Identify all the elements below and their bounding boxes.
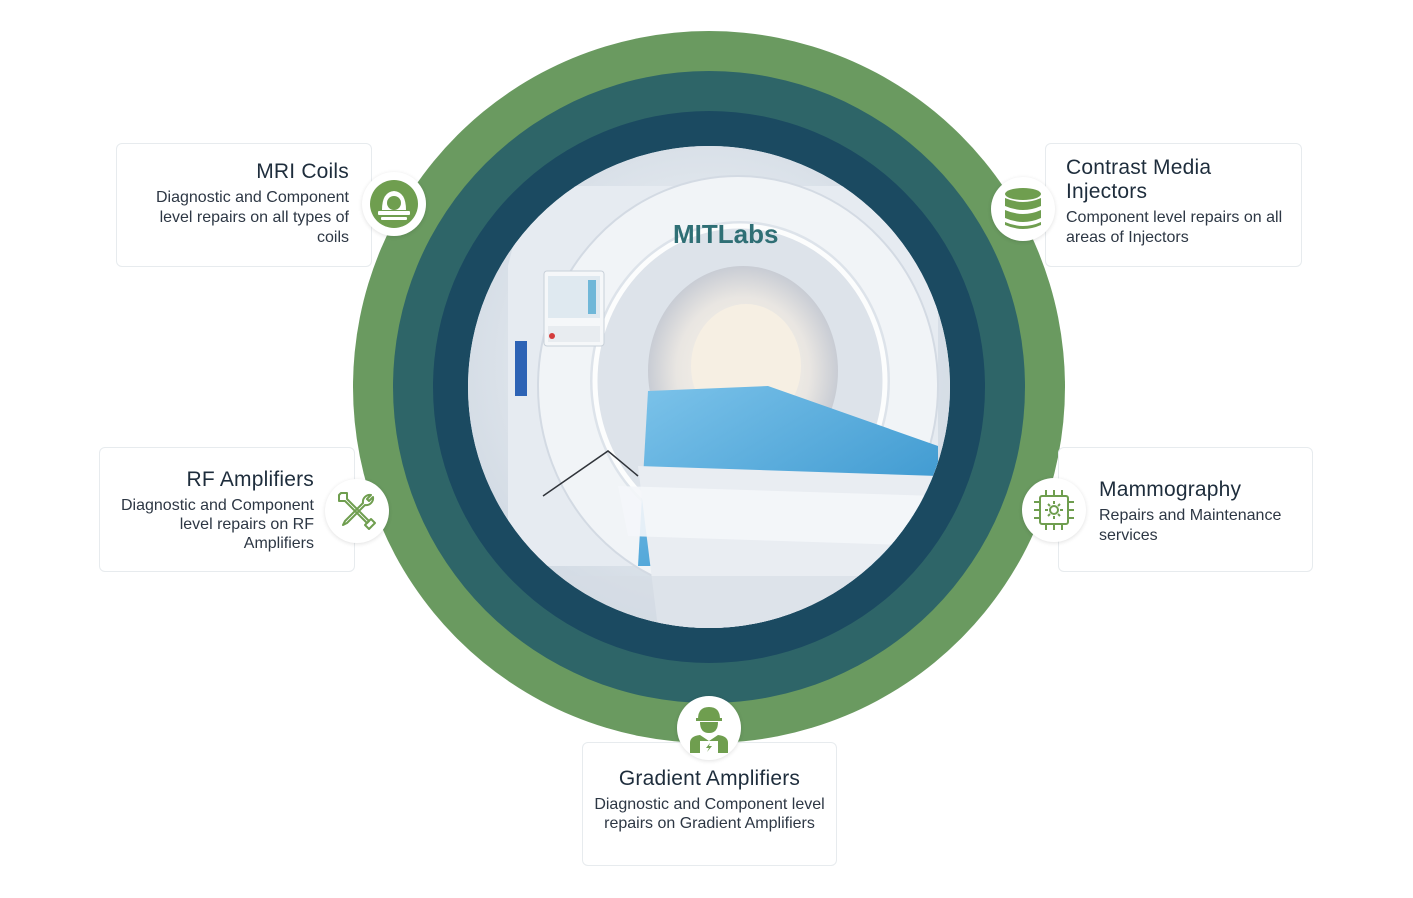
service-description: Diagnostic and Component level repairs o… <box>155 189 349 246</box>
service-card-contrast-media-injectors: Contrast Media Injectors Component level… <box>1045 143 1302 267</box>
service-title: MRI Coils <box>256 160 349 183</box>
technician-icon <box>677 696 741 760</box>
tools-icon <box>325 479 389 543</box>
mri-coil-icon <box>362 172 426 236</box>
service-title: Mammography <box>1099 478 1242 501</box>
service-card-mammography: Mammography Repairs and Maintenance serv… <box>1058 447 1313 572</box>
service-card-mri-coils: MRI Coils Diagnostic and Component level… <box>116 143 372 267</box>
mri-scanner-photo: MITLabs <box>468 146 950 628</box>
database-icon <box>991 177 1055 241</box>
brand-logo: MITLabs <box>673 219 778 249</box>
service-card-rf-amplifiers: RF Amplifiers Diagnostic and Component l… <box>99 447 355 572</box>
service-description: Repairs and Maintenance services <box>1099 507 1282 544</box>
service-description: Component level repairs on all areas of … <box>1066 209 1283 246</box>
service-description: Diagnostic and Component level repairs o… <box>120 497 314 552</box>
service-card-gradient-amplifiers: Gradient Amplifiers Diagnostic and Compo… <box>582 742 837 866</box>
service-description: Diagnostic and Component level repairs o… <box>594 796 825 832</box>
chip-gear-icon <box>1022 478 1086 542</box>
service-title: Contrast Media Injectors <box>1066 156 1212 203</box>
service-title: Gradient Amplifiers <box>618 767 801 790</box>
service-title: RF Amplifiers <box>186 468 314 491</box>
